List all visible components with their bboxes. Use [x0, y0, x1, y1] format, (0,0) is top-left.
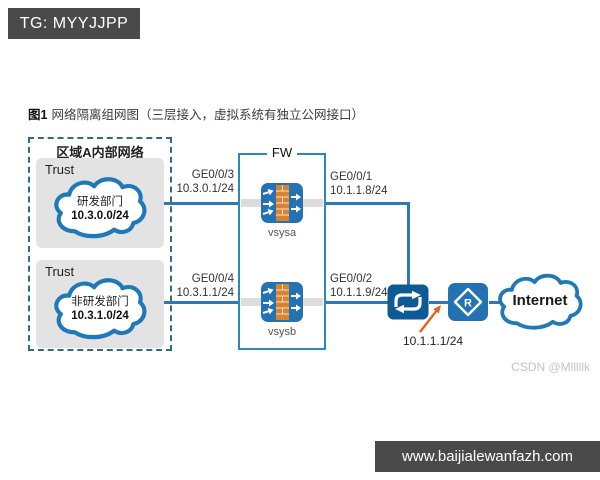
trust-zone-1-label: Trust [45, 162, 75, 177]
cloud-icon [54, 177, 147, 239]
link-cloud2-fw [138, 301, 240, 304]
vsysb-firewall-icon [260, 281, 304, 323]
link-switch-router [429, 301, 448, 304]
site-url-banner: www.baijialewanfazh.com [375, 441, 600, 472]
internet-cloud-icon [492, 270, 588, 334]
link-down-to-switch [407, 202, 410, 288]
svg-text:R: R [464, 298, 472, 310]
vsysb-label: vsysb [267, 326, 297, 338]
subnet-1-cloud: 研发部门 10.3.0.0/24 [50, 171, 150, 245]
subnet-1-cidr: 10.3.0.0/24 [71, 210, 129, 222]
watermark: CSDN @Mlllllk [511, 360, 590, 374]
uplink-ip-label: 10.1.1.1/24 [403, 334, 464, 348]
figure-caption-text: 网络隔离组网图（三层接入，虚拟系统有独立公网接口） [51, 108, 364, 122]
internet-label: Internet [512, 292, 568, 309]
link-cloud1-fw [138, 202, 240, 205]
iface-ge002: GE0/0/2 10.1.1.9/24 [330, 272, 388, 300]
router-icon: R [447, 282, 489, 322]
cloud-icon [54, 278, 147, 340]
iface-ge001: GE0/0/1 10.1.1.8/24 [330, 170, 388, 198]
iface-ge004-port: GE0/0/4 [191, 273, 234, 285]
tg-tag-banner: TG: MYYJJPP [8, 8, 140, 39]
trust-zone-2-label: Trust [45, 264, 75, 279]
iface-ge004: GE0/0/4 10.3.1.1/24 [150, 272, 234, 300]
internal-zone-box [28, 137, 172, 351]
iface-ge001-port: GE0/0/1 [330, 171, 373, 183]
subnet-2-name: 非研发部门 [71, 296, 129, 308]
iface-ge004-ip: 10.3.1.1/24 [176, 287, 234, 299]
uplink-callout-arrow [412, 301, 446, 335]
subnet-1-name: 研发部门 [77, 196, 123, 208]
iface-ge002-ip: 10.1.1.9/24 [330, 287, 388, 299]
iface-ge003-port: GE0/0/3 [191, 169, 234, 181]
iface-ge003-ip: 10.3.0.1/24 [176, 183, 234, 195]
subnet-2-cloud: 非研发部门 10.3.1.0/24 [50, 272, 150, 346]
firewall-label: FW [238, 145, 326, 160]
switch-icon [387, 284, 429, 320]
internal-zone-label: 区域A内部网络 [56, 145, 144, 160]
vsysa-firewall-icon [260, 182, 304, 224]
figure-number: 图1 [28, 108, 48, 122]
link-router-internet [489, 301, 501, 304]
link-vsysa-out [326, 202, 410, 205]
link-vsysb-switch [326, 301, 388, 304]
subnet-2-cidr: 10.3.1.0/24 [71, 310, 129, 322]
vsysa-label: vsysa [267, 227, 297, 239]
iface-ge002-port: GE0/0/2 [330, 273, 373, 285]
iface-ge003: GE0/0/3 10.3.0.1/24 [150, 168, 234, 196]
iface-ge001-ip: 10.1.1.8/24 [330, 185, 388, 197]
